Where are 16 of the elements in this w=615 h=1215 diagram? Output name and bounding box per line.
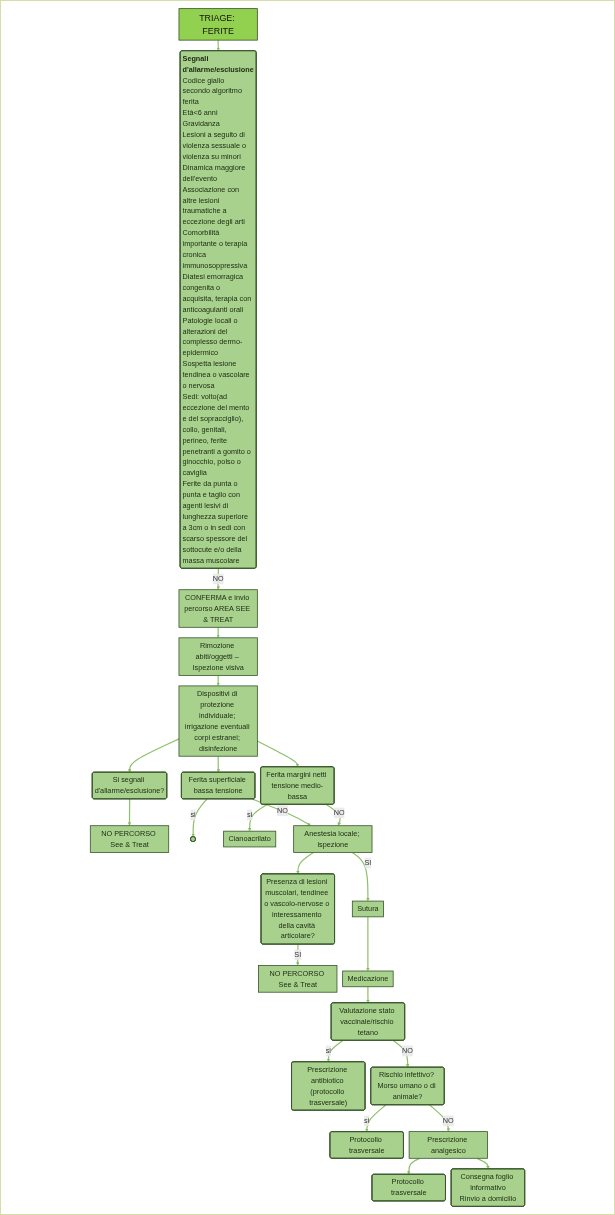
arrow <box>127 798 132 826</box>
arrow <box>326 1039 344 1063</box>
arrow <box>296 851 314 875</box>
arrow <box>407 1157 421 1175</box>
arrow <box>351 851 370 902</box>
arrow <box>392 1039 410 1068</box>
arrow <box>256 740 300 768</box>
arrow <box>365 1104 387 1132</box>
arrow <box>251 798 312 826</box>
node-box: TRIAGE: FERITE <box>178 8 258 41</box>
arrow <box>191 798 208 837</box>
arrow <box>429 1104 451 1132</box>
arrow <box>366 986 370 1004</box>
arrow <box>127 738 180 773</box>
arrow <box>247 803 268 832</box>
arrow <box>366 916 370 972</box>
